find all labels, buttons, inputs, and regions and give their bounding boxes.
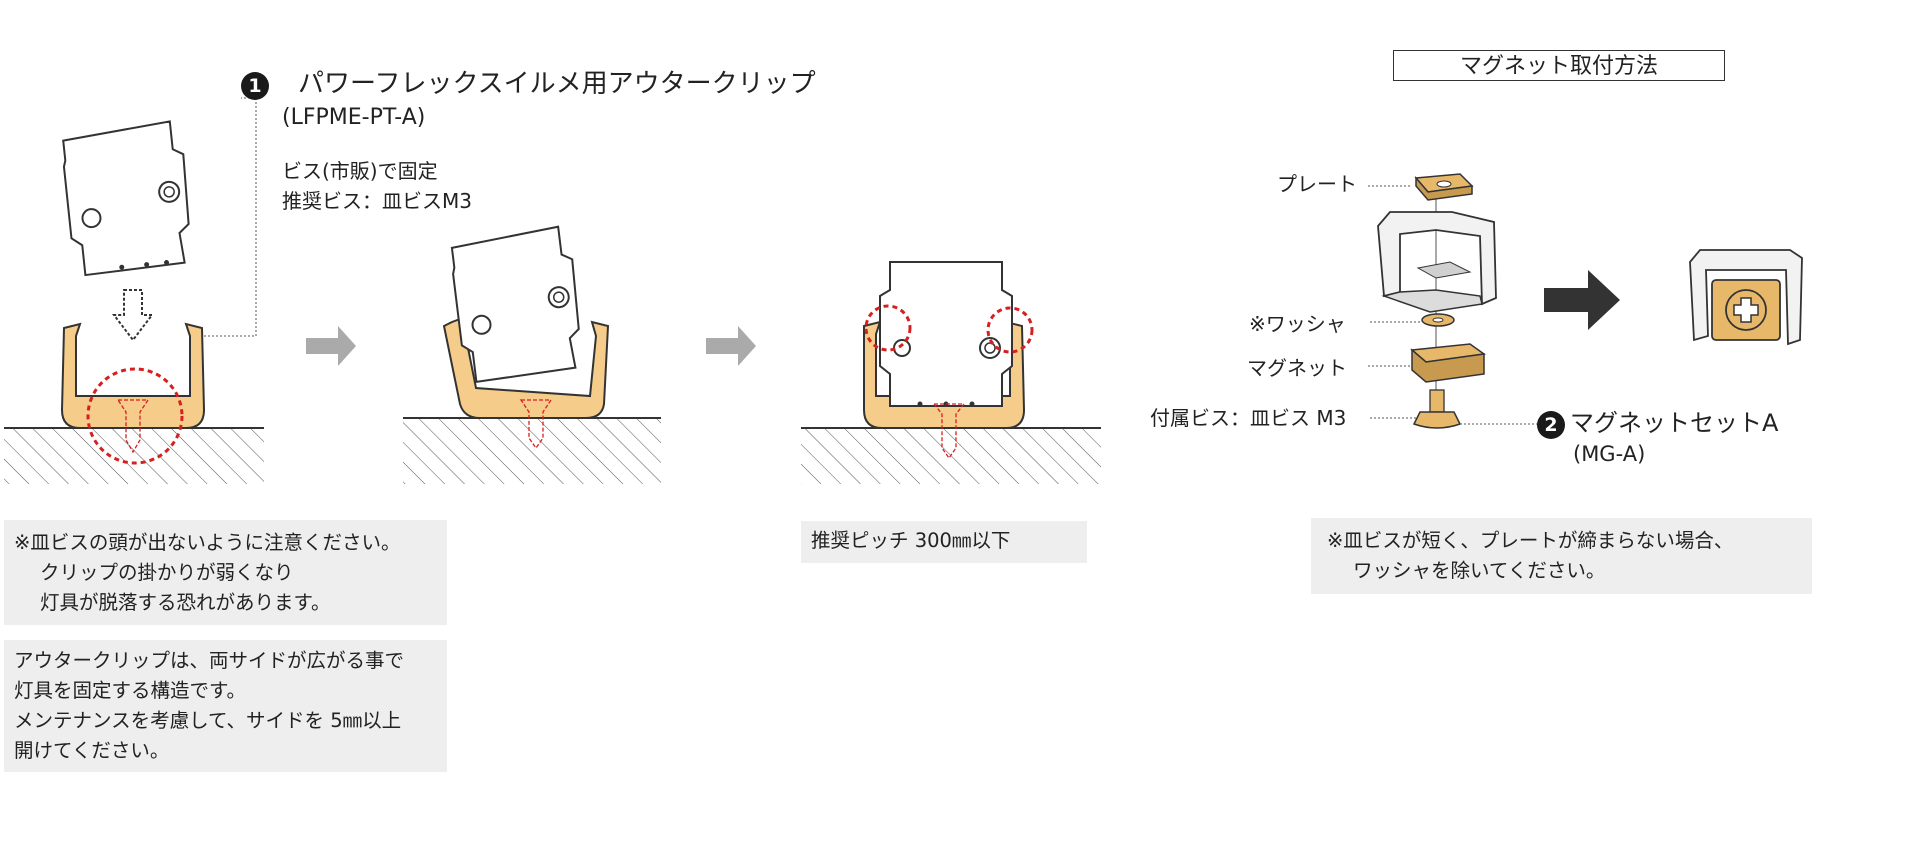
magnet-kit-name: マグネットセットA bbox=[1570, 409, 1779, 437]
note-line: 灯具を固定する構造です。 bbox=[14, 679, 247, 702]
note-line: ワッシャを除いてください。 bbox=[1353, 559, 1606, 582]
note-line: 灯具が脱落する恐れがあります。 bbox=[40, 591, 331, 614]
insert-down-arrow bbox=[111, 289, 155, 342]
note-line: アウタークリップは、両サイドが広がる事で bbox=[14, 649, 405, 672]
magnet-kit-code: (MG-A) bbox=[1573, 442, 1646, 466]
clip-holder-part bbox=[1377, 211, 1497, 313]
step3-figure bbox=[801, 261, 1101, 484]
step1-screw-head-highlight bbox=[86, 367, 184, 465]
screw-head-caution-note: ※皿ビスの頭が出ないように注意ください。 クリップの掛かりが弱くなり 灯具が脱落… bbox=[4, 520, 447, 625]
magnet-exploded-view bbox=[1368, 173, 1537, 429]
clip-product-code: (LFPME-PT-A) bbox=[282, 105, 426, 130]
kit-number-badge: 2 bbox=[1537, 411, 1565, 439]
note-line: ※皿ビスの頭が出ないように注意ください。 bbox=[14, 531, 401, 554]
step1-figure bbox=[4, 97, 264, 484]
clip-callout-leader bbox=[204, 97, 257, 337]
plate-part bbox=[1414, 173, 1474, 201]
note-line: 推奨ピッチ 300㎜以下 bbox=[811, 529, 1011, 552]
note-line: ※皿ビスが短く、プレートが締まらない場合、 bbox=[1327, 529, 1734, 552]
magnet-label: マグネット bbox=[1247, 356, 1347, 380]
step1-luminaire-body bbox=[62, 120, 190, 277]
magnet-part bbox=[1410, 343, 1486, 383]
screw-label: 付属ビス：皿ビス M3 bbox=[1150, 406, 1347, 430]
clip-number-badge: 1 bbox=[241, 72, 269, 100]
recommended-screw-text: 推奨ビス：皿ビスM3 bbox=[282, 189, 472, 213]
clip-product-title: パワーフレックスイルメ用アウタークリップ bbox=[298, 69, 816, 99]
step3-screw bbox=[932, 403, 966, 460]
plate-label: プレート bbox=[1277, 172, 1357, 196]
magnet-method-title: マグネット取付方法 bbox=[1393, 50, 1725, 81]
washer-label: ※ワッシャ bbox=[1249, 312, 1346, 336]
step-arrow-2 bbox=[706, 326, 756, 366]
note-line: 開けてください。 bbox=[14, 739, 170, 762]
left-clip-hook-highlight bbox=[864, 304, 912, 352]
clip-structure-note: アウタークリップは、両サイドが広がる事で 灯具を固定する構造です。 メンテナンス… bbox=[4, 640, 447, 772]
step1-outer-clip bbox=[60, 322, 206, 429]
magnet-assembled bbox=[1689, 249, 1803, 346]
right-clip-hook-highlight bbox=[986, 306, 1034, 354]
note-line: メンテナンスを考慮して、サイドを 5㎜以上 bbox=[14, 709, 402, 732]
step2-luminaire-body bbox=[450, 225, 580, 383]
step-arrow-1 bbox=[306, 326, 356, 366]
step2-outer-clip bbox=[442, 314, 610, 419]
washer-note: ※皿ビスが短く、プレートが締まらない場合、 ワッシャを除いてください。 bbox=[1311, 518, 1812, 594]
assembly-arrow bbox=[1544, 270, 1620, 330]
step2-figure bbox=[403, 225, 661, 484]
note-line: クリップの掛かりが弱くなり bbox=[40, 561, 294, 584]
step3-luminaire-body bbox=[879, 261, 1013, 407]
step1-ground bbox=[4, 428, 264, 484]
step2-ground bbox=[403, 418, 661, 484]
step2-screw bbox=[519, 399, 553, 450]
flat-head-screw-part bbox=[1412, 389, 1462, 429]
pitch-note: 推奨ピッチ 300㎜以下 bbox=[801, 521, 1087, 563]
step1-screw bbox=[116, 399, 150, 454]
fixing-method-text: ビス(市販)で固定 bbox=[282, 159, 438, 183]
